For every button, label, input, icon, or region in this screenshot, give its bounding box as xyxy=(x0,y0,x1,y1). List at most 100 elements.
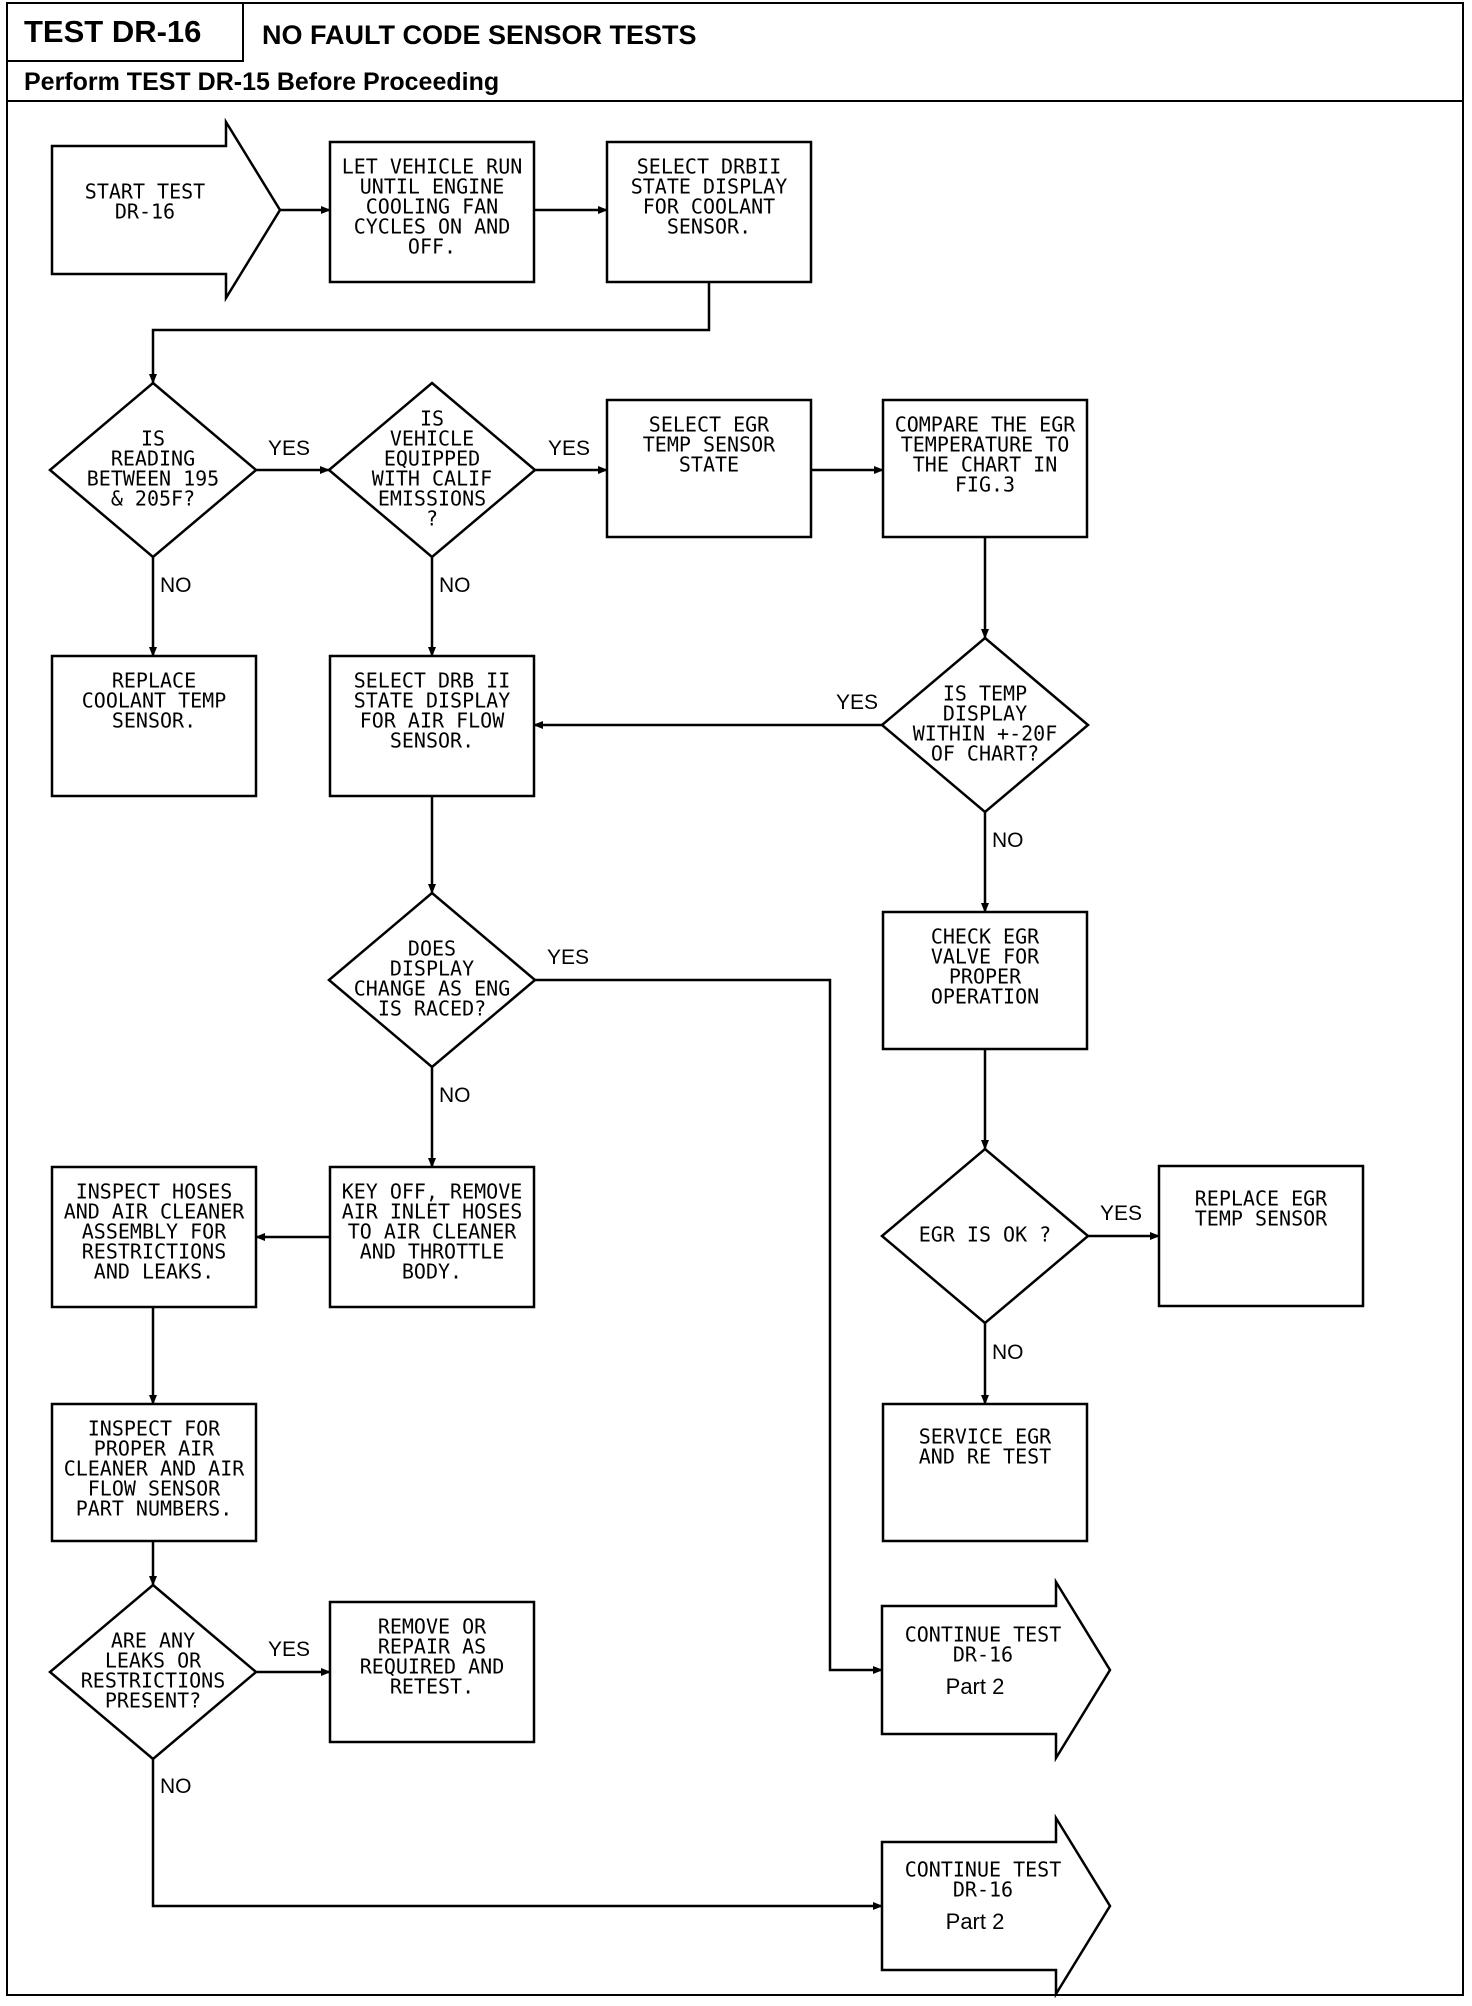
node-text-line: BODY. xyxy=(402,1260,462,1284)
node-text-line: AND RE TEST xyxy=(919,1445,1051,1469)
node-text-line: EQUIPPED xyxy=(384,447,480,471)
node-text-line: DOES xyxy=(408,937,456,961)
node-text-line: PART NUMBERS. xyxy=(76,1497,233,1521)
process-box xyxy=(1157,1164,1365,1308)
node-text-line: EMISSIONS xyxy=(378,487,486,511)
node-text-line: IS RACED? xyxy=(378,997,486,1021)
node-text-line: LEAKS OR xyxy=(105,1649,202,1673)
node-text-line: VEHICLE xyxy=(390,427,474,451)
node-text-line: AND AIR CLEANER xyxy=(64,1200,246,1224)
node-text-line: FIG.3 xyxy=(955,473,1015,497)
no-label: NO xyxy=(160,1775,192,1798)
node-text-line: AND LEAKS. xyxy=(94,1260,214,1284)
node-text-line: SERVICE EGR xyxy=(919,1425,1052,1449)
node-text-line: CYCLES ON AND xyxy=(354,215,511,239)
node-text-line: COMPARE THE EGR xyxy=(895,413,1077,437)
node-text-line: KEY OFF, REMOVE xyxy=(342,1180,523,1204)
decision-diamond xyxy=(880,636,1090,814)
node-text-line: RESTRICTIONS xyxy=(82,1240,227,1264)
node-text-line: REPLACE xyxy=(112,669,196,693)
process-box xyxy=(50,1165,258,1309)
node-text-line: REQUIRED AND xyxy=(360,1655,505,1679)
process-box xyxy=(50,654,258,798)
node-text-line: OFF. xyxy=(408,235,456,259)
node-text-line: SELECT DRB II xyxy=(354,669,511,693)
node-text-line: SENSOR. xyxy=(390,729,474,753)
node-text-line: SELECT DRBII xyxy=(637,155,782,179)
node-text-line: WITH CALIF xyxy=(372,467,492,491)
node-text-line: INSPECT HOSES xyxy=(76,1180,233,1204)
header-bar xyxy=(6,2,1464,68)
node-text-line: DR-16 xyxy=(115,200,175,224)
node-text-line: ARE ANY xyxy=(111,1629,195,1653)
no-label: NO xyxy=(992,1341,1024,1364)
node-text-line: PROPER xyxy=(949,965,1022,989)
no-label: NO xyxy=(439,574,471,597)
node-text-line: WITHIN +-20F xyxy=(913,722,1058,746)
test-id-box xyxy=(6,2,244,62)
no-label: NO xyxy=(992,829,1024,852)
process-box xyxy=(881,910,1089,1051)
decision-diamond xyxy=(48,381,258,559)
node-text-line: TEMP SENSOR xyxy=(643,433,776,457)
yes-label: YES xyxy=(1100,1202,1142,1225)
node-text-line: READING xyxy=(111,447,195,471)
decision-diamond xyxy=(48,1583,258,1761)
node-text-line: SENSOR. xyxy=(667,215,751,239)
process-box xyxy=(328,1600,536,1744)
node-text-line: DISPLAY xyxy=(390,957,474,981)
node-text-line: REPAIR AS xyxy=(378,1635,486,1659)
node-text-line: UNTIL ENGINE xyxy=(360,175,505,199)
node-text-line: CLEANER AND AIR xyxy=(64,1457,246,1481)
node-text-line: REPLACE EGR xyxy=(1195,1187,1328,1211)
subtitle-bar xyxy=(6,66,1464,102)
node-text-line: COOLING FAN xyxy=(366,195,498,219)
node-text-line: RESTRICTIONS xyxy=(81,1669,226,1693)
node-text-line: ASSEMBLY FOR xyxy=(82,1220,227,1244)
node-text-line: DISPLAY xyxy=(943,702,1027,726)
part-label: Part 2 xyxy=(946,1674,1005,1699)
node-text-line: SENSOR. xyxy=(112,709,196,733)
node-text-line: ? xyxy=(426,507,438,531)
process-box xyxy=(50,1402,258,1543)
node-text-line: SELECT EGR xyxy=(649,413,770,437)
node-text-line: INSPECT FOR xyxy=(88,1417,221,1441)
node-text-line: STATE xyxy=(679,453,739,477)
test-id: TEST DR-16 xyxy=(24,14,202,49)
decision-diamond xyxy=(880,1147,1090,1325)
node-text-line: STATE DISPLAY xyxy=(631,175,788,199)
node-text-line: OPERATION xyxy=(931,985,1039,1009)
node-text-line: EGR IS OK ? xyxy=(919,1223,1051,1247)
node-text-line: REMOVE OR xyxy=(378,1615,487,1639)
process-box xyxy=(328,1165,536,1309)
node-text-line: CONTINUE TEST xyxy=(905,1858,1062,1882)
flow-connector xyxy=(151,1759,883,1910)
yes-label: YES xyxy=(836,691,878,714)
node-text-line: RETEST. xyxy=(390,1675,474,1699)
no-label: NO xyxy=(160,574,192,597)
node-text-line: CHANGE AS ENG xyxy=(354,977,511,1001)
node-text-line: FLOW SENSOR xyxy=(88,1477,221,1501)
yes-label: YES xyxy=(547,946,589,969)
process-box xyxy=(881,398,1089,539)
terminal-arrow xyxy=(880,1813,1112,1999)
node-text-line: TEMPERATURE TO xyxy=(901,433,1070,457)
page-frame xyxy=(6,2,1464,1996)
node-text-line: STATE DISPLAY xyxy=(354,689,511,713)
terminal-arrow xyxy=(50,117,282,303)
